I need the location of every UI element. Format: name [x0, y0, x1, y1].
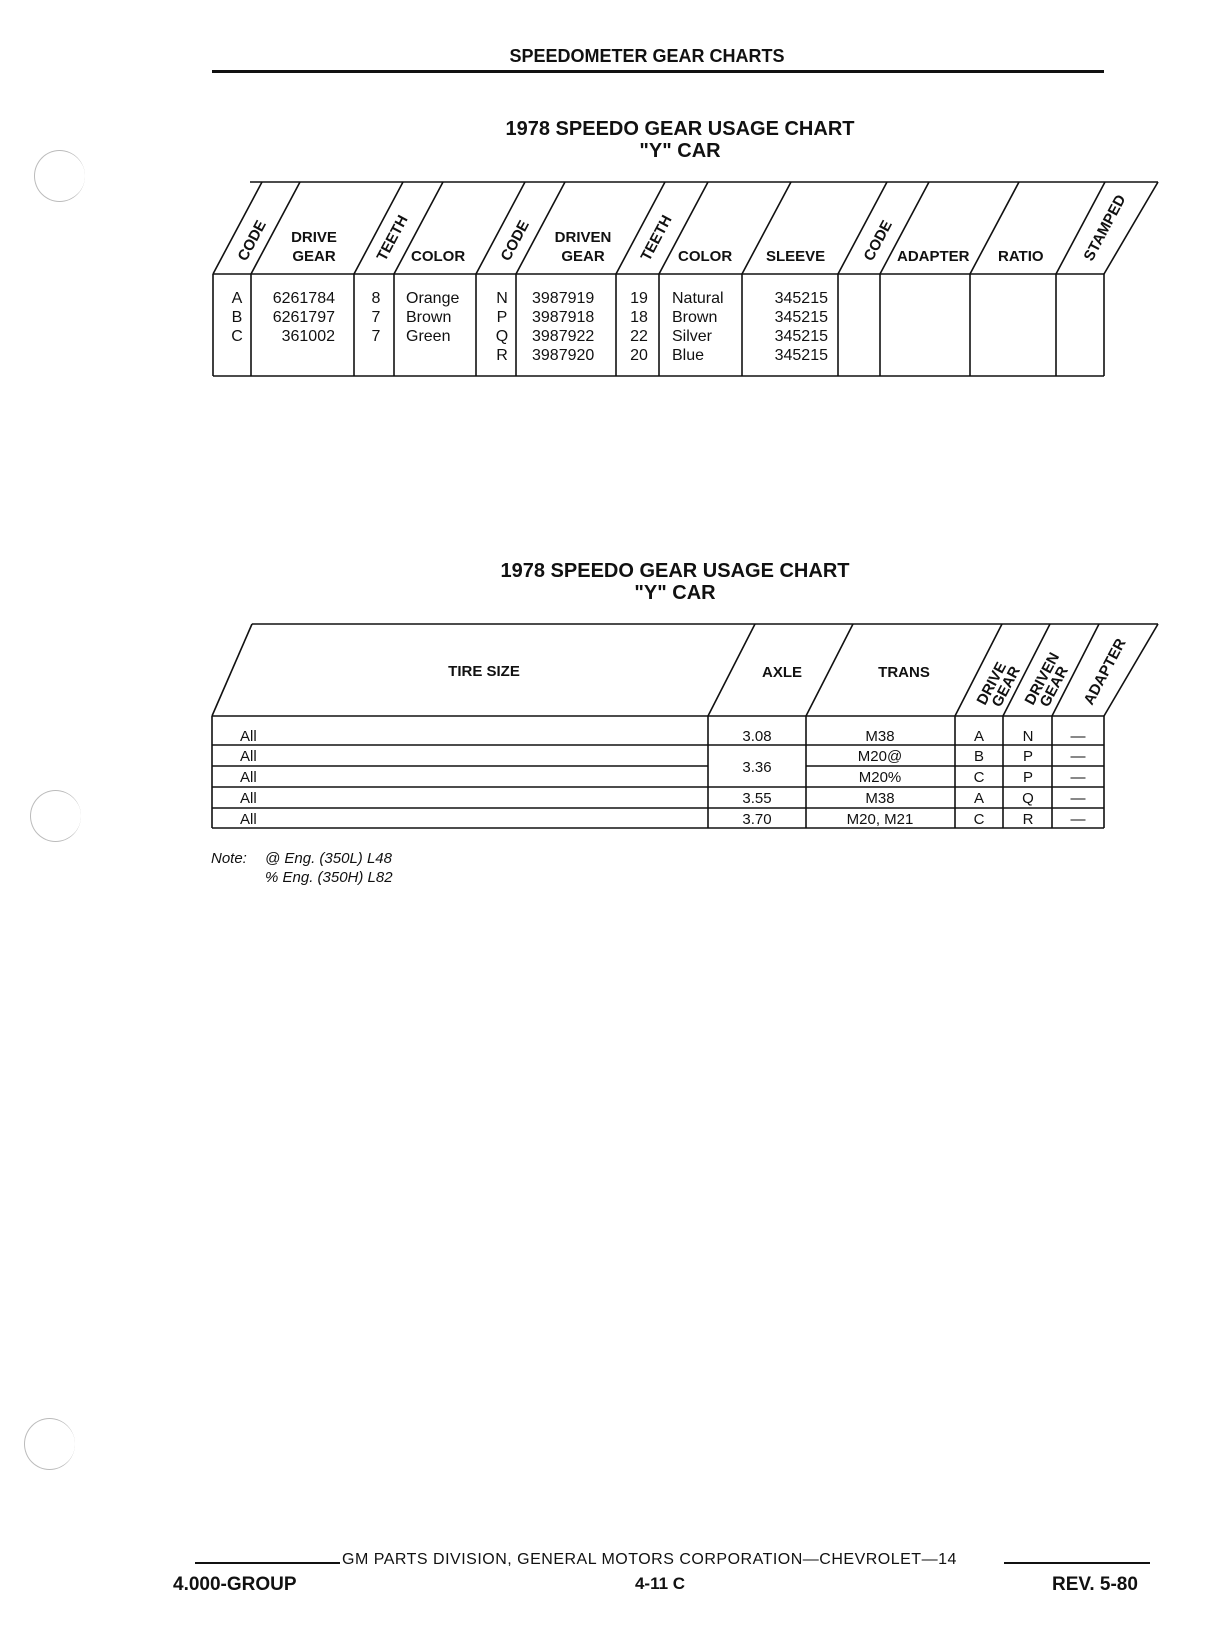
driven-cell: N: [1023, 728, 1034, 745]
chart1-header-teeth2: TEETH: [638, 212, 676, 263]
driven-row-sleeve: 345215: [775, 290, 828, 307]
trans-cell: M20, M21: [847, 811, 914, 828]
drive-cell: C: [974, 769, 985, 786]
driven-row-sleeve: 345215: [775, 309, 828, 326]
footer-division-line: GM PARTS DIVISION, GENERAL MOTORS CORPOR…: [342, 1551, 957, 1568]
axle-cell: 3.08: [742, 728, 771, 745]
header-rule: [212, 70, 1104, 73]
axle-cell: 3.55: [742, 790, 771, 807]
adapter-cell: —: [1071, 790, 1086, 807]
chart2-header-tire-size: TIRE SIZE: [448, 663, 520, 680]
chart1-header-teeth1: TEETH: [374, 212, 412, 263]
drive-row-gear: 6261797: [273, 309, 335, 326]
chart1-header-sleeve: SLEEVE: [766, 248, 825, 265]
trans-cell: M20@: [858, 748, 902, 765]
driven-row-teeth: 20: [630, 347, 648, 364]
driven-row-code: Q: [496, 328, 508, 345]
chart1-header-ratio: RATIO: [998, 248, 1044, 265]
driven-row-sleeve: 345215: [775, 347, 828, 364]
chart1-table: CODE DRIVE GEAR TEETH COLOR CODE DRIVEN …: [212, 181, 1159, 377]
driven-row-gear: 3987919: [532, 290, 594, 307]
chart1-header-code3: CODE: [861, 218, 896, 264]
chart2-header-axle: AXLE: [762, 664, 802, 681]
chart2-table: TIRE SIZE AXLE TRANS DRIVE GEAR DRIVEN G…: [211, 623, 1159, 829]
chart1-header-drive-gear-l2: GEAR: [292, 248, 336, 265]
drive-cell: C: [974, 811, 985, 828]
binder-hole-bottom: [24, 1418, 75, 1470]
driven-row-teeth: 22: [630, 328, 648, 345]
driven-cell: P: [1023, 769, 1033, 786]
tire-cell: All: [240, 811, 257, 828]
drive-row-teeth: 8: [372, 290, 381, 307]
adapter-cell: —: [1071, 728, 1086, 745]
axle-cell: 3.70: [742, 811, 771, 828]
driven-row-gear: 3987920: [532, 347, 594, 364]
adapter-cell: —: [1071, 748, 1086, 765]
chart1-subtitle: "Y" CAR: [639, 140, 721, 162]
footer-rule-left: [195, 1562, 340, 1564]
trans-cell: M20%: [859, 769, 902, 786]
tire-cell: All: [240, 728, 257, 745]
tire-cell: All: [240, 769, 257, 786]
driven-row-gear: 3987918: [532, 309, 594, 326]
note-label: Note:: [211, 850, 247, 867]
driven-row-teeth: 19: [630, 290, 648, 307]
driven-cell: R: [1023, 811, 1034, 828]
chart1-header-adapter: ADAPTER: [897, 248, 970, 265]
driven-row-code: N: [496, 290, 508, 307]
adapter-cell: —: [1071, 769, 1086, 786]
chart1-header-stamped: STAMPED: [1081, 192, 1130, 264]
driven-row-gear: 3987922: [532, 328, 594, 345]
page-header: SPEEDOMETER GEAR CHARTS: [509, 46, 785, 66]
footer-page-number: 4-11 C: [634, 1574, 686, 1593]
chart1-title: 1978 SPEEDO GEAR USAGE CHART: [505, 118, 855, 140]
drive-row-gear: 361002: [282, 328, 335, 345]
chart1-header-color1: COLOR: [411, 248, 465, 265]
drive-row-code: B: [232, 309, 243, 326]
footer-rule-right: [1004, 1562, 1150, 1564]
driven-row-teeth: 18: [630, 309, 648, 326]
footer-revision: REV. 5-80: [1052, 1574, 1138, 1595]
tire-cell: All: [240, 748, 257, 765]
chart2-title: 1978 SPEEDO GEAR USAGE CHART: [500, 560, 850, 582]
note-line1: @ Eng. (350L) L48: [265, 850, 392, 867]
chart1-header-driven-gear-l1: DRIVEN: [555, 229, 612, 246]
drive-row-gear: 6261784: [273, 290, 335, 307]
note-line2: % Eng. (350H) L82: [265, 869, 393, 886]
drive-row-color: Brown: [406, 309, 451, 326]
tire-cell: All: [240, 790, 257, 807]
drive-cell: B: [974, 748, 984, 765]
chart2-header-trans: TRANS: [878, 664, 930, 681]
driven-row-code: R: [496, 347, 508, 364]
axle-cell: 3.36: [742, 759, 771, 776]
driven-cell: Q: [1022, 790, 1034, 807]
trans-cell: M38: [865, 790, 894, 807]
binder-hole-top: [34, 150, 85, 202]
driven-row-code: P: [497, 309, 508, 326]
drive-cell: A: [974, 728, 984, 745]
driven-row-color: Brown: [672, 309, 717, 326]
driven-row-sleeve: 345215: [775, 328, 828, 345]
binder-hole-middle: [30, 790, 81, 842]
driven-row-color: Silver: [672, 328, 713, 345]
adapter-cell: —: [1071, 811, 1086, 828]
chart2-subtitle: "Y" CAR: [634, 582, 716, 604]
drive-row-color: Green: [406, 328, 450, 345]
driven-cell: P: [1023, 748, 1033, 765]
chart1-header-drive-gear-l1: DRIVE: [291, 229, 337, 246]
drive-cell: A: [974, 790, 984, 807]
drive-row-color: Orange: [406, 290, 459, 307]
driven-row-color: Blue: [672, 347, 704, 364]
footer-group: 4.000-GROUP: [173, 1574, 297, 1595]
drive-row-teeth: 7: [372, 328, 381, 345]
drive-row-code: C: [231, 328, 243, 345]
driven-row-color: Natural: [672, 290, 724, 307]
drive-row-code: A: [232, 290, 243, 307]
drive-row-teeth: 7: [372, 309, 381, 326]
chart1-header-driven-gear-l2: GEAR: [561, 248, 605, 265]
chart1-header-color2: COLOR: [678, 248, 732, 265]
trans-cell: M38: [865, 728, 894, 745]
